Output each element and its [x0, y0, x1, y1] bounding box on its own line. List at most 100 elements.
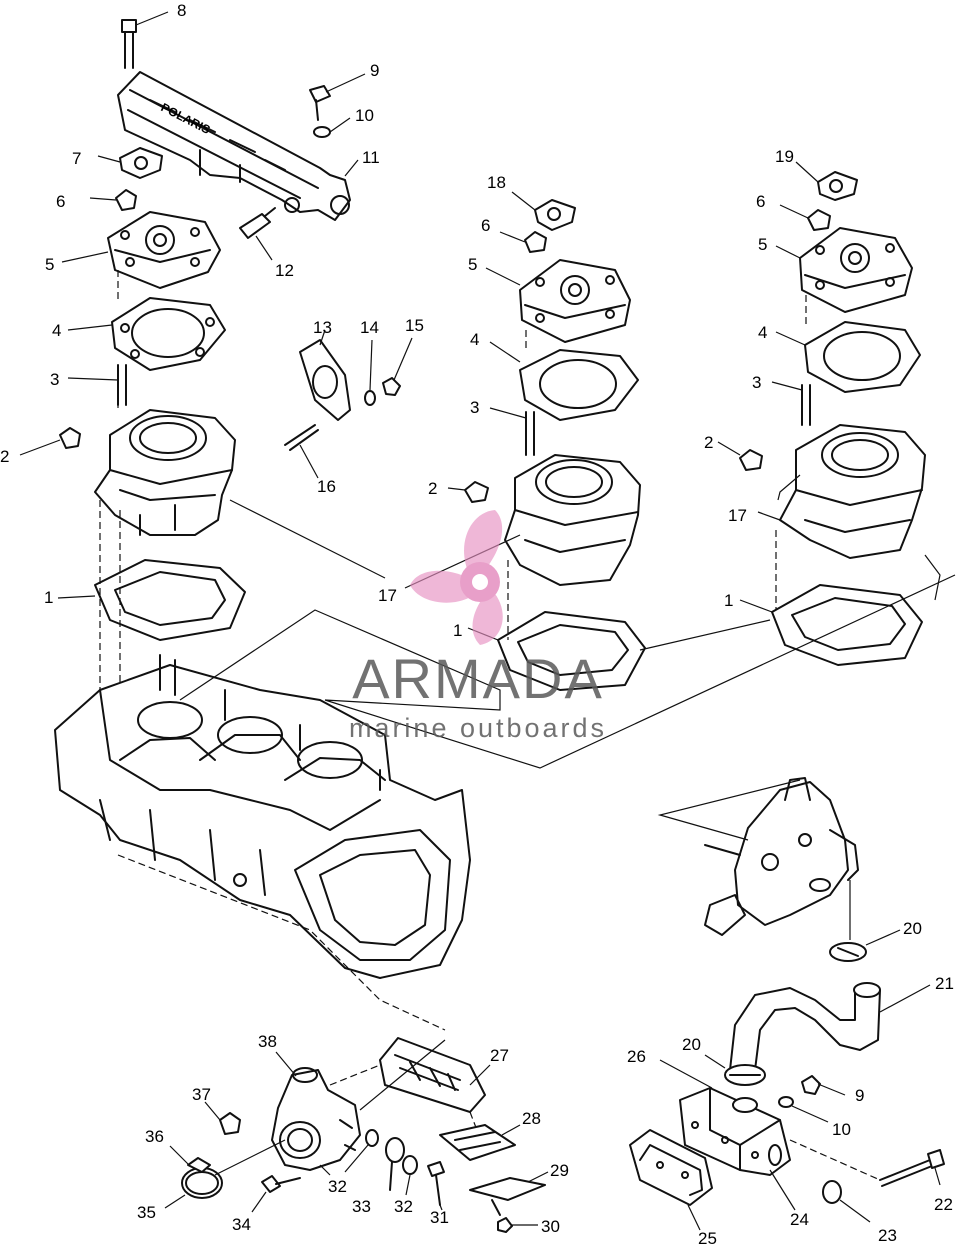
callout-label: 1	[724, 591, 733, 610]
callout-label: 4	[758, 323, 767, 342]
callout-label: 22	[934, 1195, 953, 1214]
callout-label: 20	[682, 1035, 701, 1054]
head-gasket-right	[775, 321, 921, 393]
stud-16	[284, 424, 319, 479]
reed-valve-block	[379, 1037, 491, 1113]
callout-label: 4	[470, 330, 479, 349]
middle-cylinder-head	[485, 259, 631, 343]
washer-14	[364, 339, 376, 406]
alignment-line	[775, 295, 807, 610]
base-gasket-right	[739, 584, 923, 666]
cooling-hose	[729, 982, 931, 1071]
callout-label: 37	[192, 1085, 211, 1104]
callout-label: 9	[855, 1086, 864, 1105]
water-pump-housing	[704, 777, 859, 936]
callout-label: 19	[775, 147, 794, 166]
callout-label: 12	[275, 261, 294, 280]
callout-label: 10	[355, 106, 374, 125]
callout-label: 5	[468, 255, 477, 274]
callout-label: 3	[470, 398, 479, 417]
callout-label: 1	[453, 621, 462, 640]
callout-label: 18	[487, 173, 506, 192]
callout-label: 3	[752, 373, 761, 392]
callout-label: 27	[490, 1046, 509, 1065]
callout-label: 6	[481, 216, 490, 235]
callout-label: 35	[137, 1203, 156, 1222]
watermark-brand: ARMADA	[352, 647, 604, 710]
reed-petal	[439, 1124, 521, 1161]
block-plug	[822, 1180, 871, 1223]
alignment-line	[117, 854, 446, 1031]
base-gasket-left	[57, 559, 246, 641]
hose-clamp-lower	[704, 1054, 766, 1086]
callout-label: 9	[370, 61, 379, 80]
watermark: ARMADA marine outboards	[349, 510, 604, 743]
water-fitting	[239, 207, 276, 261]
callout-label: 17	[728, 506, 747, 525]
callout-label: 29	[550, 1161, 569, 1180]
hose-clamp-36	[164, 1145, 223, 1209]
propeller-logo-icon	[410, 510, 503, 645]
cylinder-stud-middle	[489, 407, 535, 456]
callout-label: 32	[394, 1197, 413, 1216]
callout-label: 24	[790, 1210, 809, 1229]
callout-label: 28	[522, 1109, 541, 1128]
left-cylinder-head	[107, 211, 221, 289]
exhaust-nut-middle	[447, 481, 489, 503]
callout-label: 14	[360, 318, 379, 337]
callout-label: 31	[430, 1208, 449, 1227]
callout-label: 20	[903, 919, 922, 938]
right-cylinder-head	[775, 227, 913, 313]
exhaust-gasket	[299, 329, 351, 421]
callout-label: 2	[704, 433, 713, 452]
screw-31	[427, 1161, 445, 1211]
callout-label: 10	[832, 1120, 851, 1139]
head-nut	[89, 189, 137, 211]
callout-label: 15	[405, 316, 424, 335]
screw-34	[251, 1175, 301, 1213]
callout-label: 34	[232, 1215, 251, 1234]
manifold-flange-bolt	[309, 73, 366, 138]
alignment-line	[507, 330, 527, 640]
right-gasket-19	[795, 161, 858, 201]
callout-label: 13	[313, 318, 332, 337]
callout-label: 2	[428, 479, 437, 498]
callout-label: 30	[541, 1217, 560, 1236]
long-bolt-22	[879, 1149, 945, 1187]
cylinder-left	[94, 409, 236, 536]
manifold-gasket	[97, 147, 163, 179]
reed-stop	[469, 1171, 549, 1201]
pressure-block-bolt	[801, 1075, 846, 1096]
head-gasket-left	[67, 297, 226, 371]
alignment-line	[99, 270, 121, 700]
callout-label: 23	[878, 1226, 897, 1245]
hose-clamp-upper	[829, 929, 901, 962]
callout-label: 36	[145, 1127, 164, 1146]
washer-32-left	[344, 1129, 379, 1173]
pressure-block	[659, 1059, 791, 1176]
callout-label: 1	[44, 588, 53, 607]
exhaust-nut-left	[19, 427, 81, 456]
callout-label: 5	[45, 255, 54, 274]
callout-label: 32	[328, 1177, 347, 1196]
alignment-line	[789, 1139, 881, 1181]
exhaust-nut-right	[717, 441, 763, 471]
pump-nut-37	[204, 1101, 241, 1135]
callout-label: 25	[698, 1229, 717, 1246]
callout-label: 4	[52, 321, 61, 340]
cylinder-right	[779, 424, 926, 559]
callout-label: 6	[756, 192, 765, 211]
manifold-bolt	[121, 11, 169, 69]
reed-screw-30	[491, 1199, 538, 1233]
callout-label: 7	[72, 149, 81, 168]
middle-gasket-18	[511, 191, 576, 231]
bushing-33	[385, 1137, 405, 1191]
callout-label: 26	[627, 1047, 646, 1066]
pressure-block-washer	[778, 1096, 829, 1123]
middle-head-nut	[499, 231, 547, 253]
cylinder-stud-left	[67, 364, 127, 406]
callout-label: 33	[352, 1197, 371, 1216]
crankcase	[54, 654, 471, 979]
cover-plate	[629, 1129, 713, 1231]
